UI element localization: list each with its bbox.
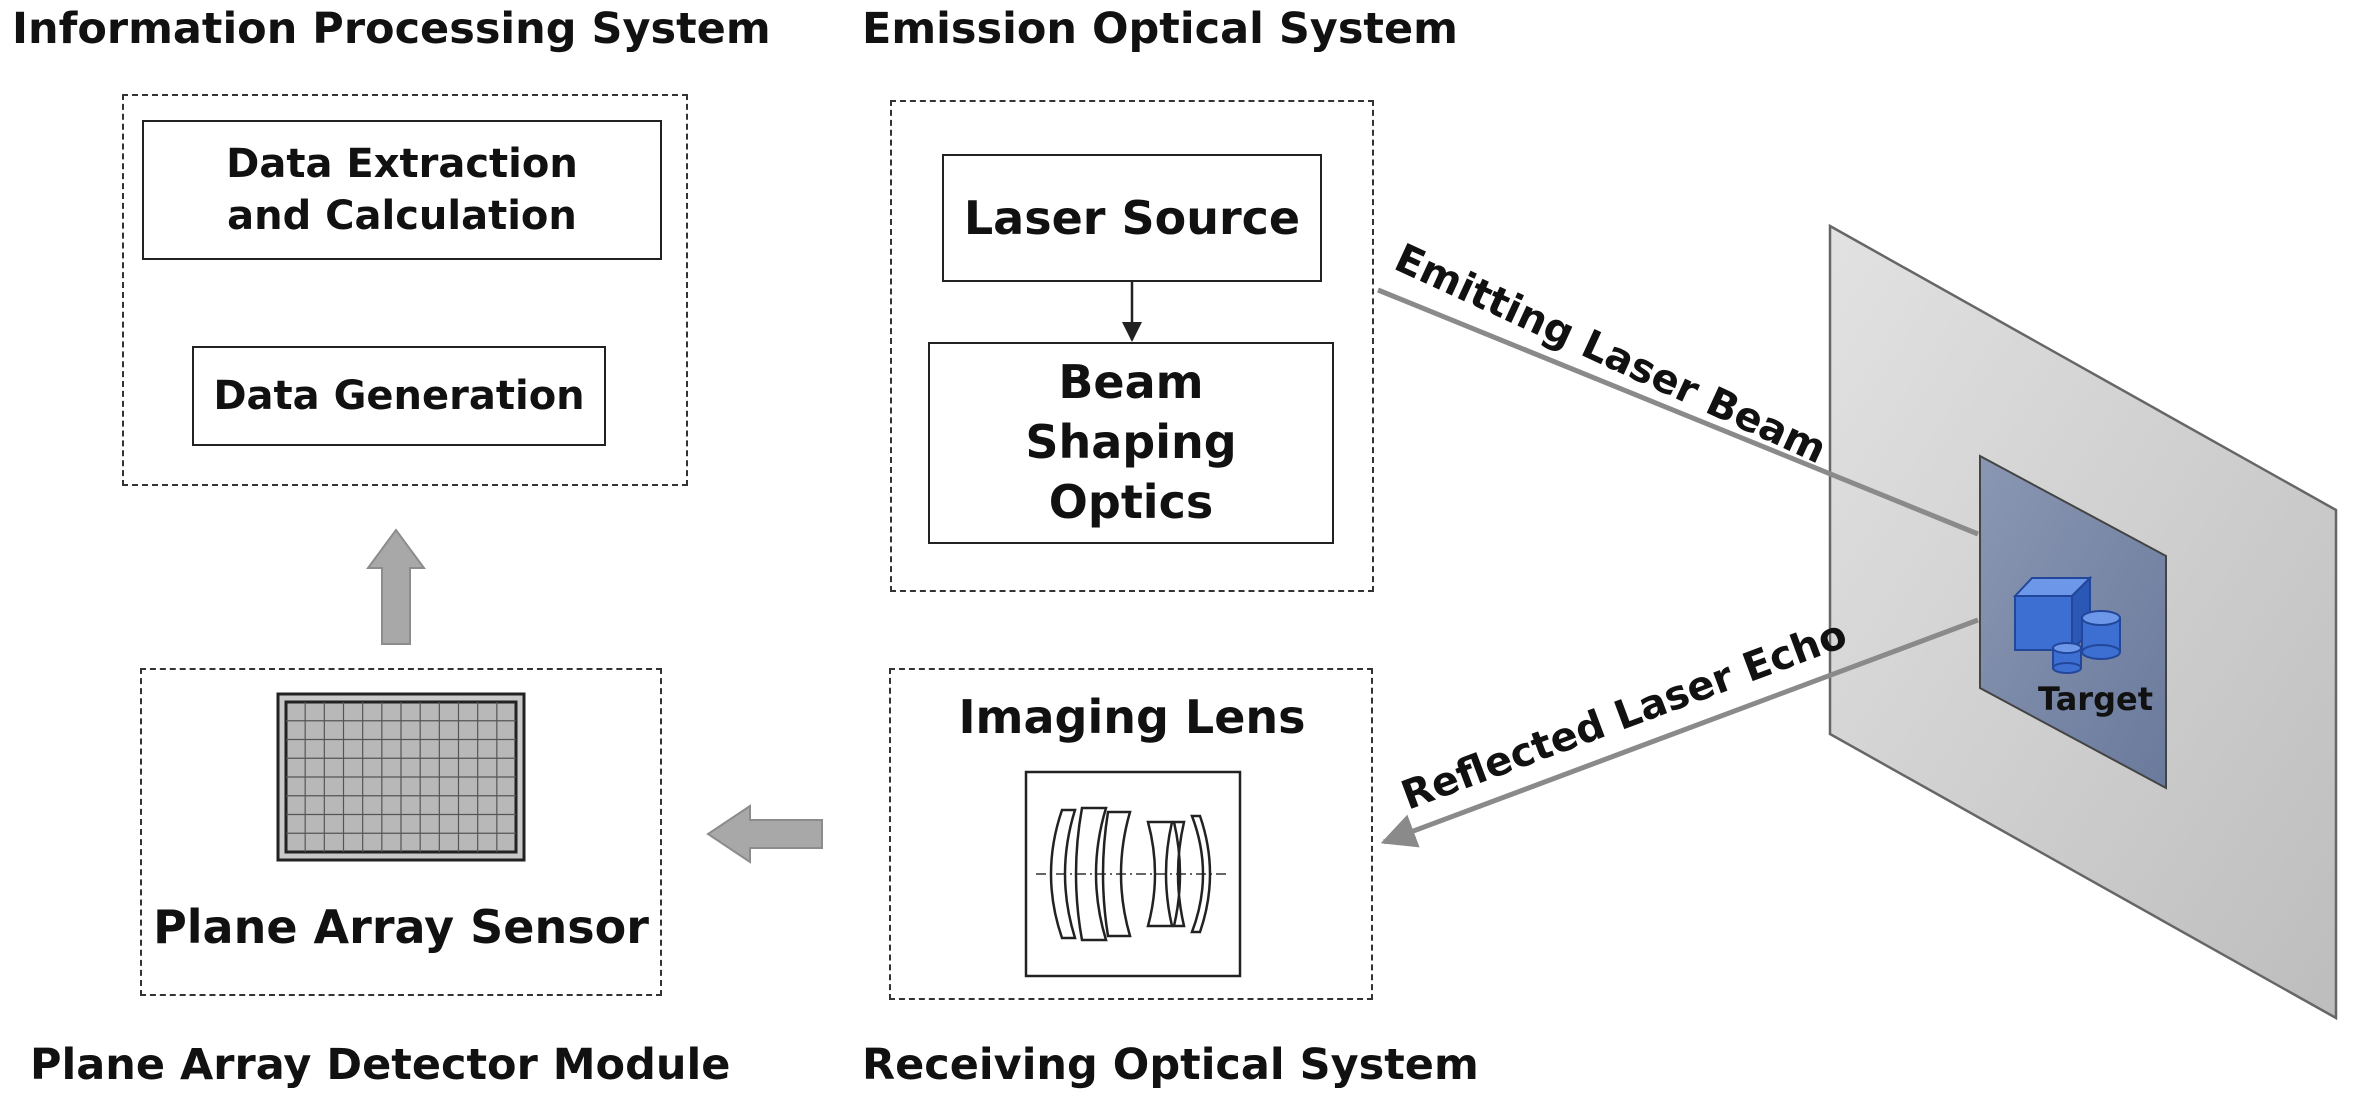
emitting-beam-label: Emitting Laser Beam (1388, 235, 1833, 473)
target-label: Target (2038, 680, 2153, 718)
target-cylinder-large-icon (2081, 610, 2121, 660)
receiving-optical-group (889, 668, 1373, 1000)
left-block-arrow (706, 804, 823, 864)
info-processing-group (122, 94, 688, 486)
up-block-arrow (366, 528, 426, 645)
emission-optical-title: Emission Optical System (862, 4, 1458, 54)
data-generation-label: Data Generation (213, 373, 585, 419)
reflected-beam-line (1380, 617, 1979, 848)
laser-source-box: Laser Source (942, 154, 1322, 282)
reflected-beam-label: Reflected Laser Echo (1395, 611, 1853, 819)
detector-module-group (140, 668, 662, 996)
data-extraction-label: Data Extraction and Calculation (226, 141, 578, 239)
imaging-lens-label: Imaging Lens (958, 690, 1306, 744)
receiving-optical-title: Receiving Optical System (862, 1040, 1479, 1090)
beam-shaping-label: Beam Shaping Optics (1025, 355, 1237, 529)
info-processing-title: Information Processing System (12, 4, 771, 54)
target-cylinder-small-icon (2052, 642, 2082, 674)
plane-array-sensor-label: Plane Array Sensor (153, 900, 649, 954)
data-extraction-box: Data Extraction and Calculation (142, 120, 662, 260)
data-generation-box: Data Generation (192, 346, 606, 446)
target-cube-icon (2012, 575, 2093, 653)
detector-module-title: Plane Array Detector Module (30, 1040, 731, 1090)
imaging-lens-icon (1024, 770, 1242, 978)
emitting-beam-line (1377, 287, 1979, 537)
beam-shaping-box: Beam Shaping Optics (928, 342, 1334, 544)
plane-array-sensor-icon (276, 692, 526, 862)
laser-source-label: Laser Source (963, 191, 1301, 245)
emission-optical-group (890, 100, 1374, 592)
